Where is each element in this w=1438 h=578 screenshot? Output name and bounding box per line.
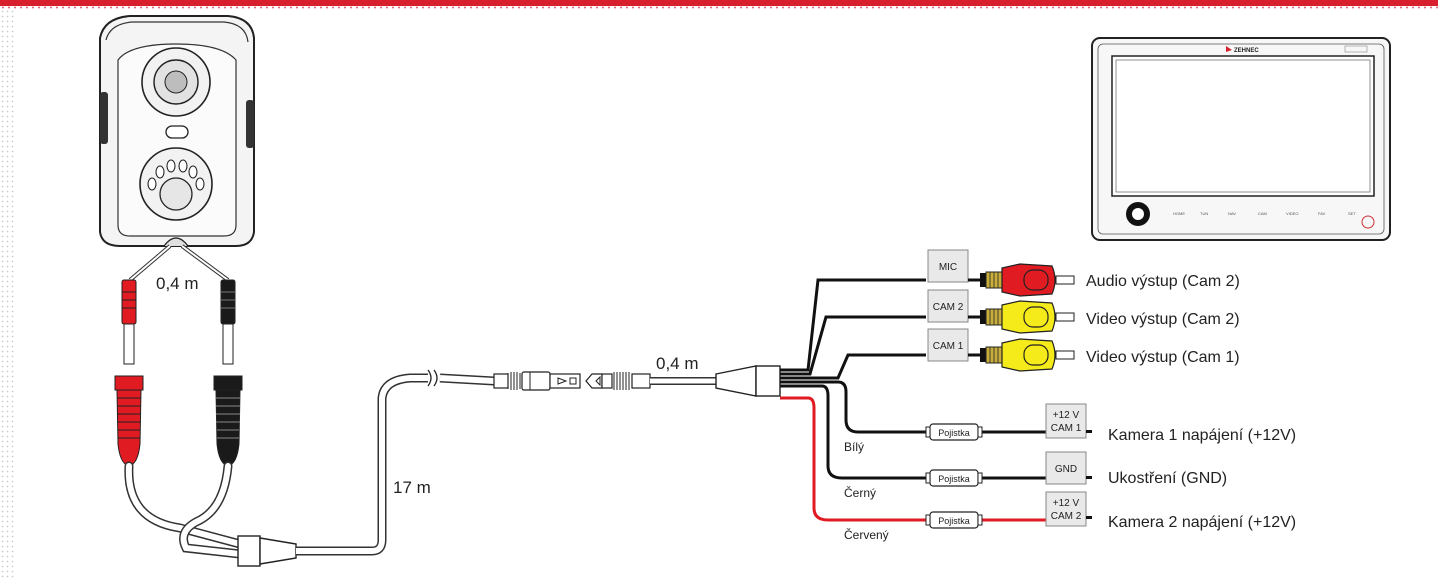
- camera-icon: [99, 15, 255, 247]
- fuse-label: Pojistka: [938, 428, 970, 438]
- rca-plug-yellow-cam1-icon: [968, 338, 1075, 372]
- splitter-connector-icon: [237, 535, 297, 567]
- white-wire-label: Bílý: [844, 440, 864, 454]
- top-accent-bar: [0, 0, 1438, 6]
- red-female-socket-icon: [114, 375, 144, 467]
- red-wire-label: Červený: [844, 527, 889, 542]
- fuse-label: Pojistka: [938, 516, 970, 526]
- cam1-power-tag-box: [1045, 403, 1087, 439]
- cam1-power-voltage-label: +12 V: [1053, 410, 1080, 421]
- y-split-cable: [124, 461, 245, 559]
- fuse-holder-icon: [925, 511, 983, 529]
- cam1-tag-box: [927, 328, 969, 362]
- video-cam2-output-label: Video výstup (Cam 2): [1086, 311, 1240, 328]
- black-wire-label: Černý: [844, 485, 876, 500]
- fuse-holder-icon: [925, 423, 983, 441]
- cam2-power-cam-label: CAM 2: [1051, 511, 1082, 522]
- red-male-plug-icon: [121, 279, 137, 365]
- monitor-button-label: NAV: [1228, 211, 1236, 216]
- inline-connector-icon: [493, 371, 651, 391]
- camera-lead-wires: [128, 244, 230, 282]
- cam2-tag-label: CAM 2: [933, 302, 964, 313]
- adapter-lead-length-label: 0,4 m: [656, 354, 699, 373]
- rca-plug-red-icon: [968, 263, 1075, 297]
- wire-stub-ends: [1086, 430, 1092, 519]
- monitor-button-label: CAM: [1258, 211, 1267, 216]
- monitor-button-label: SET: [1348, 211, 1356, 216]
- monitor-button-label: VIDEO: [1286, 211, 1298, 216]
- rca-plug-yellow-cam2-icon: [968, 300, 1075, 334]
- cam2-tag-box: [927, 289, 969, 323]
- camera-lead-length-label: 0,4 m: [156, 274, 199, 293]
- cam1-tag-label: CAM 1: [933, 341, 964, 352]
- gnd-tag-box: [1045, 451, 1087, 485]
- black-female-socket-icon: [213, 375, 243, 467]
- monitor-icon: [1091, 37, 1391, 241]
- cam2-power-tag-box: [1045, 491, 1087, 527]
- video-cam1-output-label: Video výstup (Cam 1): [1086, 349, 1240, 366]
- gnd-tag-label: GND: [1055, 464, 1077, 475]
- monitor-button-label: HOME: [1173, 211, 1185, 216]
- branch-wires: [780, 278, 1046, 522]
- fuse-label: Pojistka: [938, 474, 970, 484]
- monitor-brand-label: ZEHNEC: [1234, 48, 1259, 54]
- black-male-plug-icon: [220, 279, 236, 365]
- ground-output-label: Ukostření (GND): [1108, 470, 1227, 487]
- monitor-button-label: FAV: [1318, 211, 1326, 216]
- main-cable-length-label: 17 m: [393, 478, 431, 497]
- fuse-holder-icon: [925, 469, 983, 487]
- monitor-button-label: TUN: [1200, 211, 1208, 216]
- left-dotted-strip: [0, 9, 16, 578]
- cam1-power-output-label: Kamera 1 napájení (+12V): [1108, 427, 1296, 444]
- top-dotted-strip: [0, 6, 1438, 9]
- audio-cam2-output-label: Audio výstup (Cam 2): [1086, 273, 1240, 290]
- cam1-power-cam-label: CAM 1: [1051, 423, 1082, 434]
- harness-breakout-icon: [715, 365, 781, 397]
- mic-tag-box: [927, 249, 969, 283]
- cam2-power-voltage-label: +12 V: [1053, 498, 1080, 509]
- mic-tag-label: MIC: [939, 262, 957, 273]
- main-cable: [296, 369, 495, 556]
- cam2-power-output-label: Kamera 2 napájení (+12V): [1108, 514, 1296, 531]
